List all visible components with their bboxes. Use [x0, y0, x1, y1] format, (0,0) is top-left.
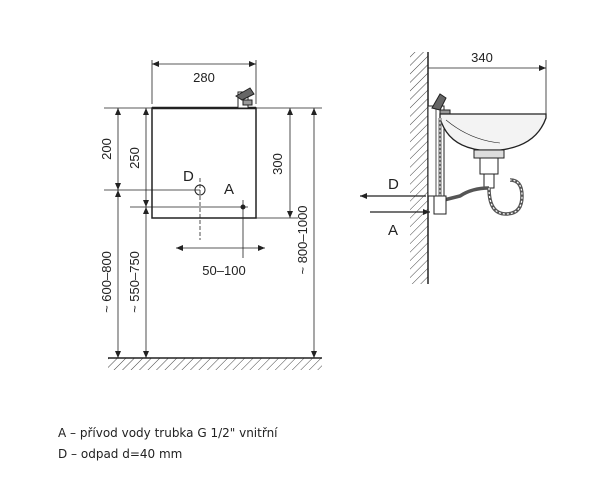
front-label-d: D [183, 168, 194, 185]
dim-outlet-offset: 50–100 [202, 263, 245, 278]
basin-bowl [439, 113, 547, 151]
side-label-a: A [388, 222, 398, 239]
floor-hatch [108, 358, 322, 370]
fountain-body [151, 107, 257, 219]
side-depth-dim: 340 [471, 50, 493, 65]
side-label-d: D [388, 176, 399, 193]
front-label-a: A [224, 181, 234, 198]
front-view [104, 60, 322, 370]
side-view-labels: 340 D A [388, 50, 493, 239]
dim-floor-to-outlet: ~ 550–750 [127, 251, 142, 313]
side-view [360, 52, 547, 284]
front-view-labels: 280 200 250 300 ~ 600–800 ~ 550–750 ~ 80… [99, 70, 310, 313]
dim-floor-to-top: ~ 800–1000 [295, 205, 310, 274]
legend-drain: D – odpad d=40 mm [58, 447, 183, 461]
dim-250: 250 [127, 147, 142, 169]
legend-supply: A – přívod vody trubka G 1/2" vnitřní [58, 426, 278, 440]
dim-floor-to-supply: ~ 600–800 [99, 251, 114, 313]
dim-300: 300 [270, 153, 285, 175]
faucet-icon [235, 87, 255, 109]
front-width-dim: 280 [193, 70, 215, 85]
dim-200: 200 [99, 138, 114, 160]
drain-neck [473, 149, 505, 159]
wall-hatch [410, 52, 428, 284]
